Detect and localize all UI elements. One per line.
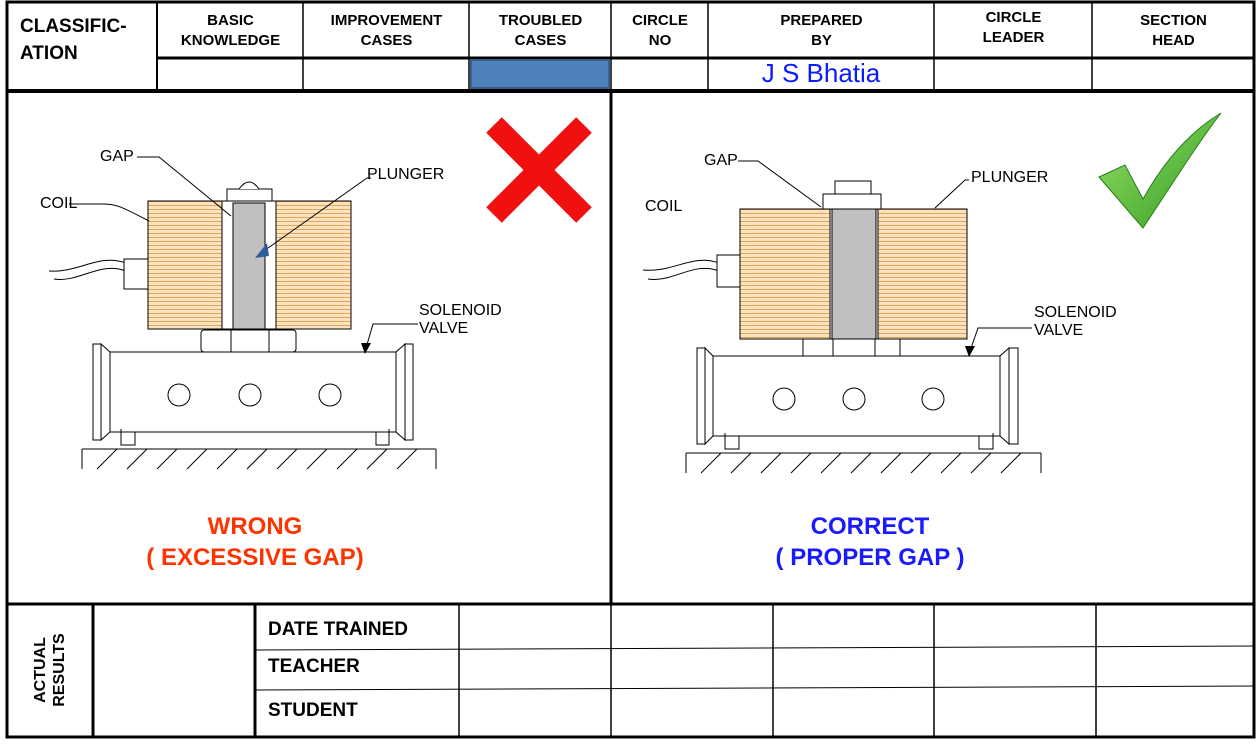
- correct-subtitle: ( PROPER GAP ): [775, 544, 965, 571]
- student-label: STUDENT: [268, 700, 358, 721]
- classification-label: CLASSIFIC- ATION: [20, 16, 127, 64]
- section-head-header: SECTION HEAD: [1140, 11, 1207, 49]
- circle-no-header: CIRCLE NO: [632, 11, 688, 49]
- circle-leader-field[interactable]: [935, 60, 1092, 90]
- circle-leader-header: CIRCLE LEADER: [982, 8, 1045, 46]
- green-check-icon: [1098, 112, 1222, 229]
- wrong-caption: WRONG ( EXCESSIVE GAP): [100, 511, 410, 573]
- basic-knowledge-checkbox[interactable]: [158, 60, 303, 90]
- wrong-title: WRONG: [207, 513, 303, 540]
- student-field[interactable]: [460, 690, 1252, 735]
- actual-results-cell: ACTUAL RESULTS: [8, 605, 92, 735]
- circle-no-field[interactable]: [612, 60, 708, 90]
- correct-valve-label: VALVE: [1034, 322, 1083, 339]
- improvement-cases-header: IMPROVEMENT CASES: [330, 11, 443, 49]
- correct-title: CORRECT: [810, 513, 930, 540]
- teacher-field[interactable]: [460, 648, 1252, 686]
- section-head-field[interactable]: [1093, 60, 1254, 90]
- date-trained-field[interactable]: [460, 606, 1252, 646]
- correct-gap-label: GAP: [704, 152, 738, 169]
- prepared-by-name[interactable]: J S Bhatia: [761, 58, 881, 88]
- correct-coil-label: COIL: [645, 198, 682, 215]
- wrong-subtitle: ( EXCESSIVE GAP): [146, 544, 364, 571]
- troubled-cases-header: TROUBLED CASES: [498, 11, 583, 49]
- red-cross-icon: [486, 117, 592, 223]
- improvement-cases-checkbox[interactable]: [304, 60, 469, 90]
- wrong-solenoid-label: SOLENOID: [419, 302, 502, 319]
- wrong-valve-label: VALVE: [419, 320, 468, 337]
- wrong-gap-label: GAP: [100, 148, 134, 165]
- actual-results-label: ACTUAL RESULTS: [31, 633, 68, 707]
- prepared-by-header: PREPARED BY: [780, 11, 863, 49]
- wrong-solenoid-diagram: GAP COIL PLUNGER SOLENOID VALVE: [40, 117, 592, 470]
- teacher-label: TEACHER: [268, 656, 360, 677]
- wrong-plunger-label: PLUNGER: [367, 166, 444, 183]
- basic-knowledge-header: BASIC KNOWLEDGE: [180, 11, 281, 49]
- correct-solenoid-diagram: GAP COIL PLUNGER SOLENOID VALVE: [642, 112, 1222, 474]
- wrong-coil-label: COIL: [40, 195, 77, 212]
- correct-caption: CORRECT ( PROPER GAP ): [720, 511, 1020, 573]
- date-trained-label: DATE TRAINED: [268, 619, 409, 640]
- correct-solenoid-label: SOLENOID: [1034, 304, 1117, 321]
- troubled-cases-checkbox-selected[interactable]: [470, 59, 610, 89]
- correct-plunger-label: PLUNGER: [971, 169, 1048, 186]
